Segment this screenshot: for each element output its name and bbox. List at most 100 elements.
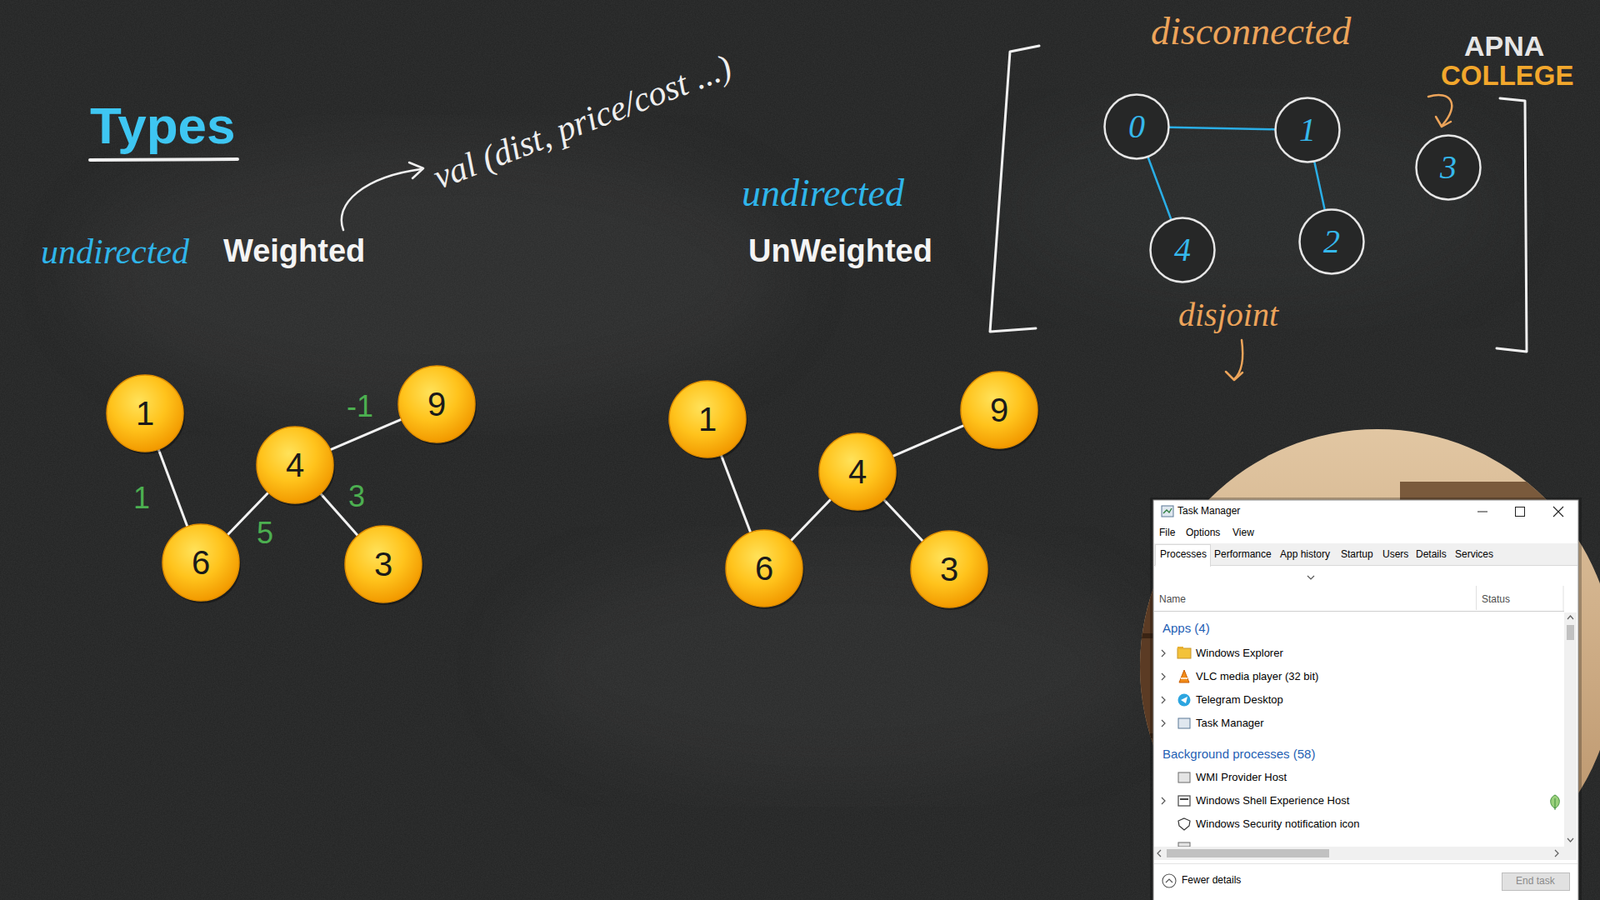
footer-link: Fewer details — [1181, 875, 1241, 887]
graph-node: 3 — [910, 530, 989, 609]
footer-line — [1154, 863, 1578, 865]
arrow-head — [1435, 116, 1451, 127]
node-circle — [1105, 95, 1170, 160]
node-number: 3 — [1440, 150, 1457, 185]
graph-edge — [1170, 127, 1275, 130]
tab-label: Users — [1382, 549, 1409, 561]
scroll-thumb — [1166, 849, 1330, 858]
webcam-wall — [1133, 425, 1600, 900]
node-number: 9 — [427, 387, 446, 421]
node-circle — [256, 426, 334, 504]
graph-node: 1 — [668, 380, 747, 459]
node-circle — [1416, 135, 1481, 200]
app-icon — [1161, 505, 1174, 517]
graph-node: 4 — [1149, 216, 1216, 284]
app-icon — [1163, 508, 1172, 514]
graph-node: 9 — [397, 365, 476, 444]
horizontal-scrollbar — [1154, 846, 1577, 860]
partial-row-icon — [1178, 842, 1190, 847]
group-header: Apps (4) — [1162, 620, 1210, 635]
group-header: Background processes (58) — [1162, 746, 1315, 761]
node-circle — [1275, 98, 1340, 163]
graph-node: 6 — [161, 523, 240, 602]
graph-node: 6 — [725, 529, 804, 608]
process-name: Windows Security notification icon — [1195, 818, 1360, 831]
maximize-button — [1515, 507, 1525, 517]
edge-weight: -1 — [346, 391, 374, 422]
header-line — [1154, 610, 1565, 612]
node-number: 6 — [755, 551, 774, 585]
column-divider — [1475, 585, 1477, 610]
shell-icon — [1180, 798, 1189, 800]
selected-tab — [1155, 545, 1211, 567]
expand-chevron — [1161, 650, 1165, 657]
graph-node: 3 — [1415, 134, 1482, 201]
title-underline — [90, 159, 238, 160]
minimize-button — [1477, 511, 1488, 513]
tab-label: App history — [1280, 549, 1330, 561]
graph-node: 0 — [1103, 93, 1170, 160]
wmi-icon — [1178, 772, 1190, 783]
node-number: 6 — [191, 545, 210, 580]
shield-icon — [1178, 818, 1190, 830]
chalk-arrow — [341, 169, 421, 230]
edge-weight: 5 — [256, 518, 274, 549]
graph-node: 4 — [255, 425, 335, 505]
edge-weight: 1 — [133, 483, 150, 514]
node-circle — [1300, 210, 1365, 275]
node-number: 4 — [285, 448, 305, 482]
vertical-scrollbar — [1564, 612, 1577, 847]
edge-weight: 3 — [348, 481, 365, 512]
arrow-head — [409, 162, 424, 179]
left-bracket — [990, 45, 1040, 332]
menu-item: Options — [1185, 527, 1220, 540]
node-number: 1 — [1299, 113, 1316, 147]
process-name: Windows Explorer — [1195, 647, 1284, 660]
node-circle — [106, 375, 184, 452]
fewer-details-icon — [1162, 874, 1176, 888]
telegram-icon — [1180, 696, 1188, 704]
menu-item: File — [1159, 527, 1175, 540]
node-number: 4 — [1174, 233, 1191, 267]
node-circle — [819, 433, 896, 510]
node-circle — [725, 530, 803, 607]
column-header: Status — [1481, 594, 1510, 606]
node-circle — [345, 525, 422, 603]
node-number: 9 — [990, 393, 1009, 427]
process-name: Task Manager — [1195, 717, 1265, 730]
expand-chevron — [1161, 696, 1165, 704]
graph-edge — [893, 425, 964, 456]
efficiency-leaf-icon — [1550, 795, 1560, 810]
graph-node: 9 — [960, 370, 1039, 450]
selected-tab — [1155, 565, 1211, 567]
process-name: Telegram Desktop — [1195, 694, 1284, 707]
slide-title: Types — [90, 95, 236, 155]
handwritten-note: disjoint — [1178, 295, 1279, 335]
tab-border — [1154, 565, 1578, 566]
right-bracket — [1496, 98, 1527, 352]
graph-edge — [791, 500, 831, 540]
handwritten-note: undirected — [40, 231, 190, 272]
node-circle — [669, 380, 746, 458]
window-shadow — [1150, 497, 1582, 900]
graph-node: 1 — [105, 374, 185, 453]
node-circle — [1150, 218, 1215, 283]
close-button — [1553, 506, 1564, 517]
task-manager-window — [1153, 500, 1579, 900]
menu-item: View — [1232, 527, 1255, 540]
process-name: VLC media player (32 bit) — [1195, 670, 1319, 684]
process-name: Windows Shell Experience Host — [1195, 795, 1350, 808]
node-number: 1 — [698, 402, 717, 436]
button-label: End task — [1515, 875, 1555, 888]
type-heading: UnWeighted — [748, 233, 933, 270]
graph-edge — [1314, 162, 1325, 210]
expand-chevron — [1161, 797, 1165, 805]
node-number: 1 — [135, 396, 155, 430]
end-task-button — [1502, 873, 1570, 891]
column-header: Name — [1159, 594, 1186, 606]
window-title: Task Manager — [1177, 505, 1240, 518]
sort-chevron — [1307, 575, 1315, 580]
telegram-icon — [1178, 694, 1191, 707]
